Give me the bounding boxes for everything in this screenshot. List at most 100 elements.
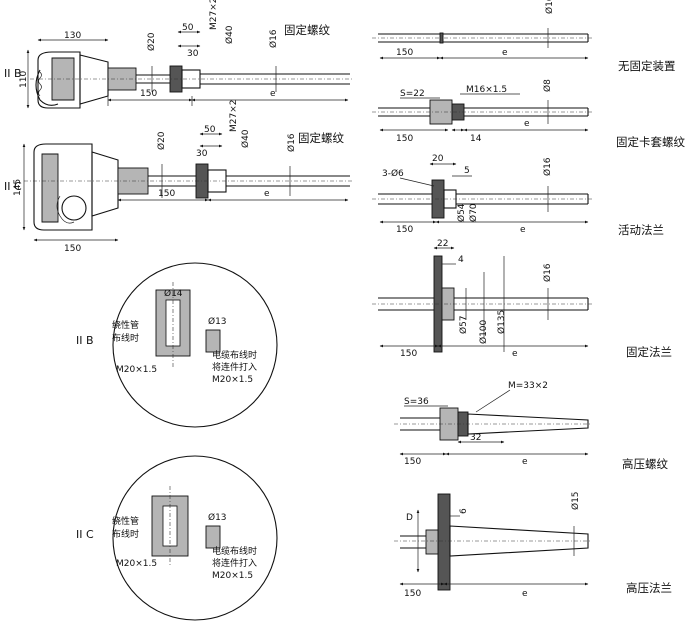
section-label-iib-detail: II B — [76, 334, 94, 347]
caption-hp-flange: 高压法兰 — [626, 581, 672, 595]
r6-dim-6: 6 — [459, 508, 469, 514]
r5-dim-e: e — [522, 457, 528, 467]
dim-d13-b: Ø13 — [208, 316, 227, 327]
caption-fixed-thread-2: 固定螺纹 — [298, 131, 344, 145]
dim-m20-b-c: M20×1.5 — [212, 571, 253, 581]
junction-head-c — [33, 143, 93, 231]
r4-dim-4: 4 — [458, 255, 464, 265]
conduit-line-2-b: 布线时 — [112, 332, 139, 344]
dim-d13-c: Ø13 — [208, 512, 227, 523]
dim-d40-c: Ø40 — [240, 129, 251, 148]
r4-dim-e: e — [512, 349, 518, 359]
dim-d16: Ø16 — [268, 29, 279, 48]
r6-dim-D: D — [406, 513, 413, 523]
cable-insert-c — [205, 525, 221, 549]
cable-gland — [61, 195, 87, 221]
r2-dim-d8: Ø8 — [542, 79, 553, 92]
variant-hp-thread: S=36 M=33×2 32 150 e 高压螺纹 — [394, 381, 668, 471]
r4-dim-d100: Ø100 — [478, 319, 489, 344]
caption-no-fixing: 无固定装置 — [618, 59, 676, 73]
dim-m20-a-b: M20×1.5 — [116, 365, 157, 375]
r5-dim-150: 150 — [404, 457, 421, 467]
dim-150-width: 150 — [64, 244, 81, 254]
head-neck-c — [91, 151, 119, 217]
variant-fixed-flange: 22 4 Ø57 Ø100 Ø135 Ø16 150 e 固定法兰 — [372, 239, 672, 359]
caption-hp-thread: 高压螺纹 — [622, 457, 668, 471]
r5-dim-32: 32 — [470, 433, 481, 443]
dim-m27-c: M27×2 — [229, 100, 239, 132]
r4-dim-d135: Ø135 — [496, 310, 507, 334]
caption-fixed-thread-1: 固定螺纹 — [284, 23, 330, 37]
r3-dim-holes: 3-Ø6 — [382, 168, 404, 179]
r1-dim-150: 150 — [396, 48, 413, 58]
r2-dim-14: 14 — [470, 134, 482, 144]
chain — [38, 71, 42, 97]
dim-50: 50 — [182, 23, 194, 33]
chain-c — [56, 195, 75, 224]
dim-d14: Ø14 — [164, 288, 183, 299]
conduit-line-2-c: 布线时 — [112, 528, 139, 540]
r1-dim-d16: Ø16 — [544, 0, 555, 14]
r5-tapered-stem — [467, 413, 589, 435]
dim-e: e — [270, 89, 276, 99]
assembly-iic: II C 145 150 Ø20 50 30 M27×2 Ø40 Ø16 固定螺… — [4, 100, 352, 254]
r5-dim-s36: S=36 — [404, 397, 429, 407]
r6-dim-e: e — [522, 589, 528, 599]
thread-body-c — [207, 169, 227, 193]
dim-130: 130 — [64, 31, 81, 41]
dim-d40: Ø40 — [224, 25, 235, 44]
conduit-line-1-b: 绕性管 — [112, 319, 139, 331]
dim-30-c: 30 — [196, 149, 208, 159]
r4-dim-150: 150 — [400, 349, 417, 359]
dim-m27: M27×2 — [209, 0, 219, 30]
r6-flange — [437, 493, 451, 591]
head-cover-c — [41, 153, 59, 223]
detail-circle-c — [112, 455, 278, 621]
r4-dim-d57: Ø57 — [458, 315, 469, 334]
detail-circle-b — [112, 262, 278, 428]
dim-50-c: 50 — [204, 125, 216, 135]
r5-dim-m33: M=33×2 — [508, 381, 548, 391]
r1-dim-e: e — [502, 48, 508, 58]
assembly-iib: II B 130 110 Ø20 50 30 M27×2 Ø40 Ø16 固定螺… — [4, 0, 352, 109]
r3-dim-d16: Ø16 — [542, 157, 553, 176]
r2-dim-m16: M16×1.5 — [466, 85, 507, 95]
r6-dim-150: 150 — [404, 589, 421, 599]
r2-dim-e: e — [524, 119, 530, 129]
detail-iib: II B Ø14 绕性管 布线时 M20×1.5 Ø13 电缆布线时 将连件打入… — [76, 262, 278, 428]
variant-no-fixing: Ø16 150 e 无固定装置 — [372, 0, 676, 73]
dim-d16-c: Ø16 — [286, 133, 297, 152]
detail-iic: II C 绕性管 布线时 M20×1.5 Ø13 电缆布线时 将连件打入 M20… — [76, 455, 278, 621]
r6-dim-d15: Ø15 — [570, 491, 581, 510]
variant-ferrule-thread: S=22 M16×1.5 Ø8 150 14 e 固定卡套螺纹 — [372, 79, 685, 149]
variant-movable-flange: 20 3-Ø6 5 Ø54 Ø70 Ø16 150 e 活动法兰 — [372, 154, 664, 237]
cable-line-1-b: 电缆布线时 — [212, 349, 257, 361]
junction-head — [37, 51, 81, 109]
dim-m20-a-c: M20×1.5 — [116, 559, 157, 569]
thread-body — [181, 69, 201, 89]
r3-dim-e: e — [520, 225, 526, 235]
section-label-iib-top: II B — [4, 67, 22, 80]
dim-m20-b-b: M20×1.5 — [212, 375, 253, 385]
caption-fixed-flange: 固定法兰 — [626, 345, 672, 359]
cable-line-1-c: 电缆布线时 — [212, 545, 257, 557]
caption-ferrule-thread: 固定卡套螺纹 — [616, 135, 685, 149]
cable-line-2-c: 将连件打入 — [212, 557, 257, 569]
dim-145: 145 — [13, 179, 23, 196]
dim-d20: Ø20 — [146, 32, 157, 51]
conduit-line-1-c: 绕性管 — [112, 515, 139, 527]
r3-dim-5: 5 — [464, 166, 470, 176]
dim-110: 110 — [19, 71, 29, 88]
head-neck — [79, 54, 109, 105]
dim-d20-c: Ø20 — [156, 131, 167, 150]
r6-tapered-stem — [449, 525, 589, 557]
cable-insert-b — [205, 329, 221, 353]
cable-line-2-b: 将连件打入 — [212, 361, 257, 373]
dim-150: 150 — [140, 89, 157, 99]
r2-dim-s22: S=22 — [400, 89, 425, 99]
r3-dim-d54: Ø54 — [456, 203, 467, 222]
dim-e-c: e — [264, 189, 270, 199]
r4-dim-22: 22 — [437, 239, 448, 249]
r3-dim-150: 150 — [396, 225, 413, 235]
